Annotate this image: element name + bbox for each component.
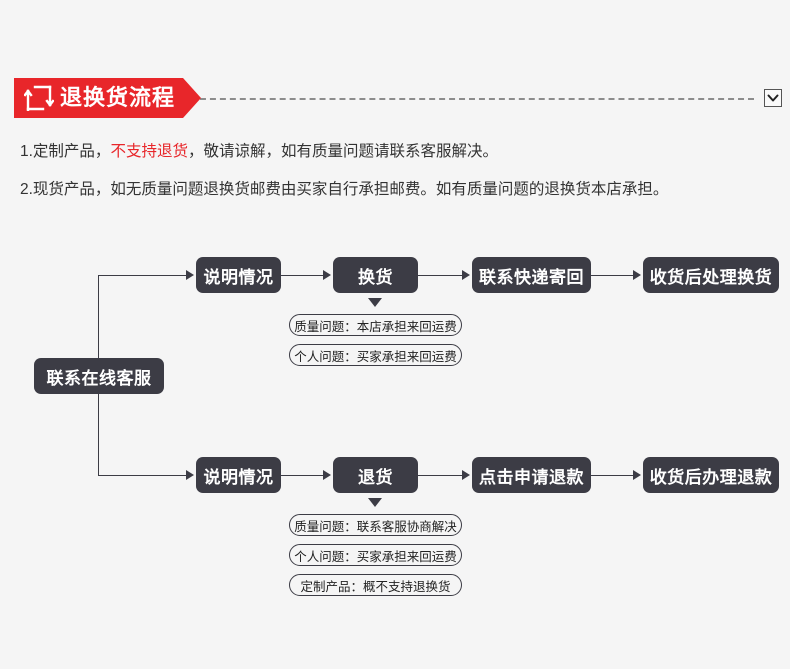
flow-connector-rt-2-3 bbox=[418, 475, 462, 476]
returns-flowchart: 联系在线客服 说明情况 换货 联系快递寄回 收货后处理换货 质量问题：本店承担来… bbox=[0, 240, 790, 620]
flow-node-exchange-step-3[interactable]: 联系快递寄回 bbox=[472, 257, 591, 293]
flow-arrowhead-rt-2-3 bbox=[462, 470, 470, 480]
policy-note-1-highlight: 不支持退货 bbox=[110, 143, 188, 160]
flow-note-return-3: 定制产品：概不支持退换货 bbox=[289, 574, 462, 596]
flow-arrowhead-ex-3-4 bbox=[633, 270, 641, 280]
section-title-banner: 退换货流程 bbox=[14, 78, 201, 118]
page-title: 退换货流程 bbox=[60, 85, 176, 110]
flow-node-start[interactable]: 联系在线客服 bbox=[34, 358, 164, 394]
flow-connector-rt-3-4 bbox=[591, 475, 633, 476]
flow-arrowhead-bottom-branch bbox=[186, 470, 194, 480]
flow-triangle-return bbox=[368, 498, 382, 507]
flow-node-return-step-2[interactable]: 退货 bbox=[333, 457, 418, 493]
flow-connector-bottom-branch bbox=[98, 475, 186, 476]
policy-note-1-part-a: 1.定制产品， bbox=[20, 143, 111, 160]
flow-arrowhead-rt-3-4 bbox=[633, 470, 641, 480]
flow-node-return-step-1[interactable]: 说明情况 bbox=[196, 457, 281, 493]
flow-note-return-1: 质量问题：联系客服协商解决 bbox=[289, 514, 462, 536]
flow-note-exchange-1: 质量问题：本店承担来回运费 bbox=[289, 314, 462, 336]
policy-notes: 1.定制产品，不支持退货，敬请谅解，如有质量问题请联系客服解决。 2.现货产品，… bbox=[0, 140, 790, 216]
return-exchange-arrows-icon bbox=[24, 85, 54, 111]
policy-note-2: 2.现货产品，如无质量问题退换货邮费由买家自行承担邮费。如有质量问题的退换货本店… bbox=[20, 180, 669, 198]
section-header: 退换货流程 bbox=[0, 78, 790, 122]
policy-note-1-part-b: ，敬请谅解，如有质量问题请联系客服解决。 bbox=[187, 143, 498, 160]
header-dashed-divider bbox=[190, 98, 754, 100]
flow-connector-ex-1-2 bbox=[281, 275, 323, 276]
chevron-down-icon[interactable] bbox=[764, 89, 782, 107]
flow-connector-ex-2-3 bbox=[418, 275, 462, 276]
flow-node-exchange-step-4[interactable]: 收货后处理换货 bbox=[643, 257, 779, 293]
flow-node-exchange-step-1[interactable]: 说明情况 bbox=[196, 257, 281, 293]
flow-connector-ex-3-4 bbox=[591, 275, 633, 276]
flow-triangle-exchange bbox=[368, 298, 382, 307]
flow-arrowhead-rt-1-2 bbox=[323, 470, 331, 480]
flow-arrowhead-ex-2-3 bbox=[462, 270, 470, 280]
flow-connector-top-branch bbox=[98, 275, 186, 276]
flow-note-return-2: 个人问题：买家承担来回运费 bbox=[289, 544, 462, 566]
flow-node-return-step-4[interactable]: 收货后办理退款 bbox=[643, 457, 779, 493]
policy-note-1: 1.定制产品，不支持退货，敬请谅解，如有质量问题请联系客服解决。 bbox=[0, 140, 790, 165]
flow-arrowhead-top-branch bbox=[186, 270, 194, 280]
flow-node-return-step-3[interactable]: 点击申请退款 bbox=[472, 457, 591, 493]
flow-node-exchange-step-2[interactable]: 换货 bbox=[333, 257, 418, 293]
flow-arrowhead-ex-1-2 bbox=[323, 270, 331, 280]
flow-note-exchange-2: 个人问题：买家承担来回运费 bbox=[289, 344, 462, 366]
flow-connector-rt-1-2 bbox=[281, 475, 323, 476]
